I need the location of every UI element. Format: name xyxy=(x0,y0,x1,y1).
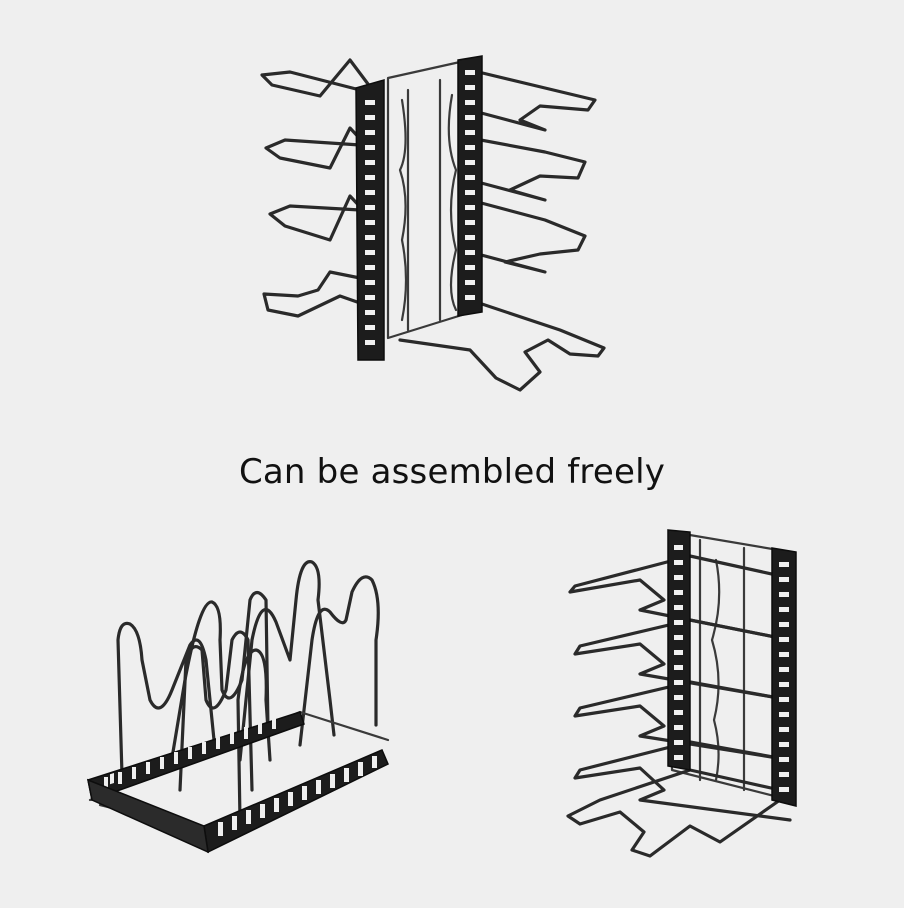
rack-vertical-side-view xyxy=(566,529,797,858)
caption-text: Can be assembled freely xyxy=(238,452,666,492)
rack-vertical-wall-mount-view xyxy=(260,55,606,392)
rack-horizontal-countertop-view xyxy=(86,560,390,854)
